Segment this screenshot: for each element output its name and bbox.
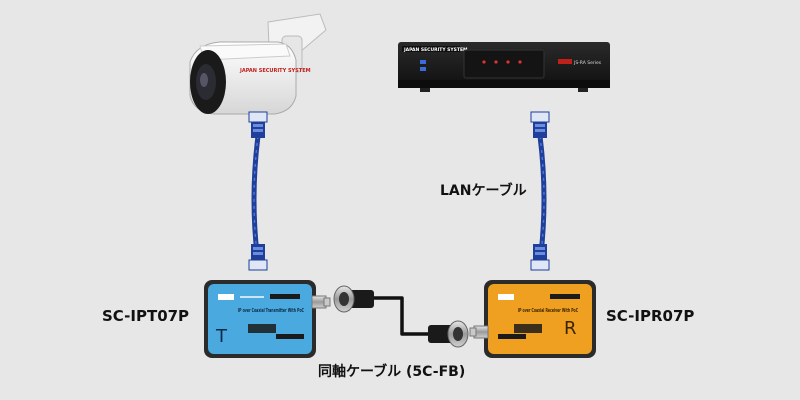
- receiver-letter: R: [564, 318, 577, 339]
- recorder-led-icon: [518, 60, 522, 64]
- receiver-bnc-port: [469, 325, 489, 339]
- transmitter-model-label: SC-IPT07P: [102, 307, 190, 325]
- lan-cable-label: LANケーブル: [440, 183, 527, 199]
- lan-cable-left: [248, 111, 268, 271]
- transmitter-letter: T: [215, 326, 228, 347]
- network-video-recorder: JAPAN SECURITY SYSTEM JS-RA Series: [398, 42, 610, 92]
- recorder-led-icon: [494, 60, 498, 64]
- usb-port-icon: [420, 60, 426, 64]
- lan-cable-right: [530, 111, 550, 271]
- coaxial-cable-label: 同軸ケーブル (5C-FB): [318, 364, 466, 380]
- transmitter-title: IP over Coaxial Transmitter With PoC: [238, 308, 304, 314]
- ip-camera: JAPAN SECURITY SYSTEM: [189, 13, 327, 115]
- receiver-title: IP over Coaxial Receiver With PoC: [518, 308, 578, 314]
- transmitter-unit: IP over Coaxial Transmitter With PoC T: [204, 280, 316, 358]
- recorder-led-icon: [506, 60, 510, 64]
- receiver-unit: IP over Coaxial Receiver With PoC R: [484, 280, 596, 358]
- receiver-model-label: SC-IPR07P: [606, 307, 695, 325]
- usb-port-icon: [420, 67, 426, 71]
- coaxial-cable: [333, 285, 469, 348]
- transmitter-bnc-port: [311, 295, 331, 309]
- camera-brand: JAPAN SECURITY SYSTEM: [239, 68, 311, 74]
- recorder-led-icon: [482, 60, 486, 64]
- recorder-brand: JAPAN SECURITY SYSTEM: [403, 47, 468, 53]
- recorder-series: JS-RA Series: [573, 60, 602, 66]
